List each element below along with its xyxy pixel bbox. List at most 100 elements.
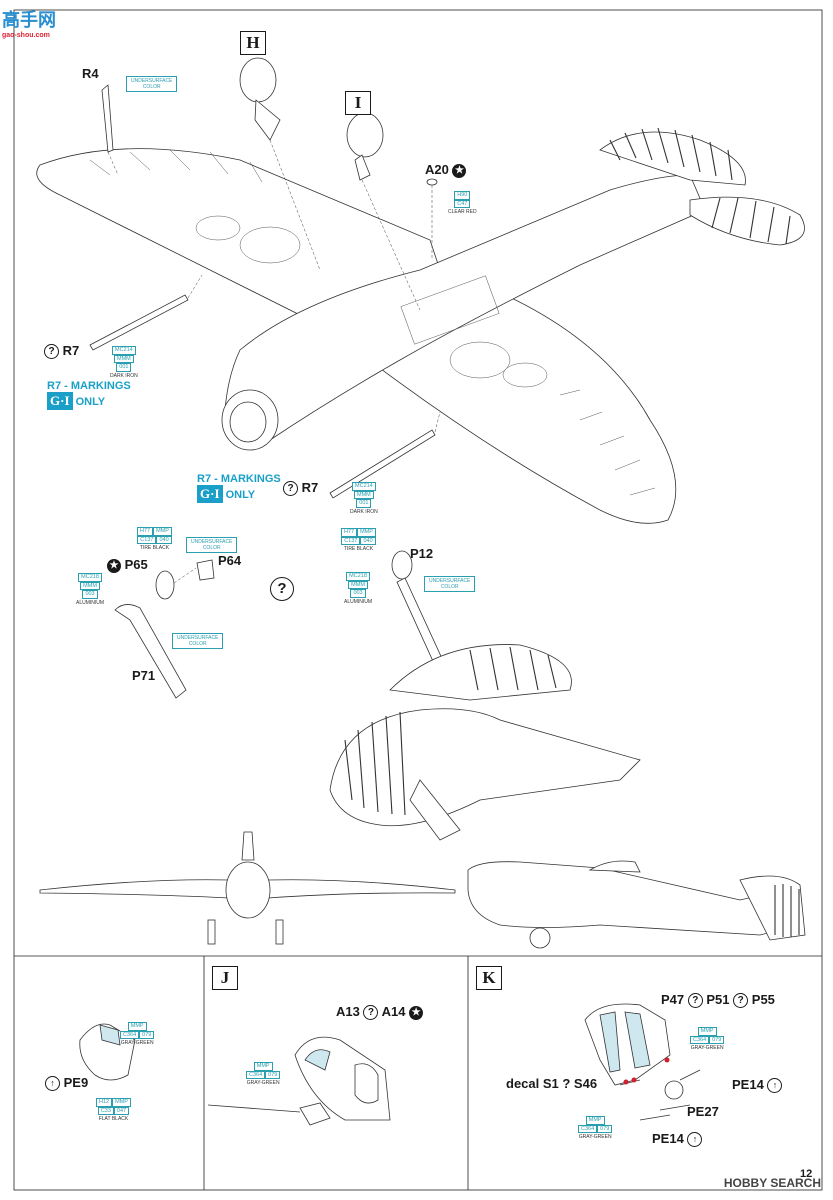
markings-title-right: R7 - MARKINGS [197,473,281,485]
p64-color-line2: COLOR [202,545,221,551]
k-green-bottom-n: 079 [597,1124,613,1133]
r7-right-text: R7 [301,480,319,495]
part-a13-a14-label: A13 ? A14 ★ [336,1004,424,1021]
part-pe14-bottom-label: PE14 ↑ [652,1131,703,1148]
pe14-top-text: PE14 [732,1077,764,1092]
p65-text: P65 [124,557,148,572]
page-number: 12 [800,1168,813,1180]
part-p71-label: P71 [132,668,156,683]
r7-right-color-c: 001 [356,499,372,508]
k-green-bottom-mmp: MMP [585,1116,605,1125]
watermark-logo: 高手网 gao-shou.com [2,6,56,39]
alu-right-a: MC218 [346,572,370,581]
footer-logo-text: HOBBY SEARCH [723,1176,821,1190]
part-r7-right-label: ? R7 [283,480,319,497]
part-pe9-label: ↑ PE9 [45,1075,89,1092]
p64-color-box: UNDERSURFACE COLOR [186,537,238,553]
a20-color-box: H90 C47 CLEAR RED [448,191,477,216]
star-icon: ★ [409,1005,424,1020]
r7-right-color-box: MC214 MMM 001 DARK IRON [350,482,378,515]
alu-right-color-box: MC218 MMM 003 ALUMINIUM [344,572,372,605]
k-green-top-n: 079 [709,1035,725,1044]
j-green-name: GRAY-GREEN [246,1080,280,1086]
left-green-name: GRAY-GREEN [120,1040,154,1046]
step-j-box: J [212,966,238,990]
star-icon: ★ [452,163,467,178]
j-green-mmp: MMP [253,1062,273,1071]
alu-right-c: 003 [350,589,366,598]
left-black-mmp: MMP [112,1098,131,1107]
r7-left-color-a: MC214 [112,346,136,355]
markings-note-right: R7 - MARKINGS G·I ONLY [197,473,281,503]
left-green-mmp: MMP [127,1022,147,1031]
part-pe27-label: PE27 [687,1104,719,1119]
j-green-n: 079 [265,1070,281,1079]
a13-text: A13 [336,1004,360,1019]
tire-right-name: TIRE BLACK [343,546,374,552]
p12-color-line1: UNDERSURFACE [429,578,471,584]
markings-note-left: R7 - MARKINGS G·I ONLY [47,380,131,410]
a20-color-c: C47 [454,199,471,208]
watermark-site: 高手网 [2,10,56,30]
r7-left-color-c: 001 [116,363,132,372]
alu-left-c: 003 [82,590,98,599]
k-green-top-c: C364 [690,1035,710,1044]
part-p12-label: P12 [410,546,434,561]
j-green-c: C364 [246,1070,266,1079]
question-icon: ? [363,1005,379,1021]
p71-color-line1: UNDERSURFACE [177,635,219,641]
bend-arrow-icon: ↑ [45,1076,60,1092]
p71-color-line2: COLOR [188,641,207,647]
k-green-top-mmp: MMP [697,1027,717,1036]
footer-logo: HOBBY SEARCH [724,1176,821,1190]
tire-right-n: 040 [360,536,376,545]
alu-left-b: MMM [80,581,100,590]
left-black-n: 047 [113,1106,130,1115]
p12-color-box: UNDERSURFACE COLOR [424,576,476,592]
p47-text: P47 [661,992,685,1007]
a20-text: A20 [425,162,449,177]
question-icon: ? [687,993,703,1009]
left-black-name: FLAT BLACK [98,1116,129,1122]
tire-left-mmp: MMP [153,527,172,536]
part-p47-p51-p55-label: P47 ? P51 ? P55 [661,992,775,1009]
part-p64-label: P64 [218,553,242,568]
alu-left-name: ALUMINIUM [76,599,105,606]
bend-arrow-icon: ↑ [767,1078,783,1094]
p64-color-line1: UNDERSURFACE [191,539,233,545]
r4-color-line1: UNDERSURFACE [131,78,173,84]
left-black-c: C33 [97,1106,114,1115]
r7-right-color-b: MMM [354,490,374,499]
alu-right-name: ALUMINIUM [344,598,373,605]
tire-left-c: C137 [137,535,157,544]
r4-color-box: UNDERSURFACE COLOR [126,76,178,92]
left-green-n: 079 [139,1030,155,1039]
pe9-text: PE9 [63,1075,89,1090]
tire-left-name: TIRE BLACK [139,545,170,551]
markings-title-left: R7 - MARKINGS [47,380,131,392]
k-green-bottom-name: GRAY-GREEN [578,1134,612,1140]
r4-color-line2: COLOR [142,84,161,90]
question-icon: ? [283,481,298,497]
question-icon: ? [44,344,59,360]
tire-left-h: H77 [137,527,154,536]
pe14-bottom-text: PE14 [652,1131,684,1146]
step-h-box: H [240,31,266,55]
part-r4-label: R4 [82,66,99,81]
tire-right-h: H77 [341,528,358,537]
alu-left-color-box: MC218 MMM 003 ALUMINIUM [76,573,104,606]
left-green-c: C364 [120,1030,140,1039]
r7-left-color-name: DARK IRON [110,372,138,379]
alu-right-b: MMM [348,580,368,589]
a14-text: A14 [381,1004,406,1019]
r7-right-color-name: DARK IRON [350,508,378,515]
left-black-h: H12 [96,1098,113,1107]
decal-label: decal S1 ? S46 [506,1076,598,1091]
markings-gi-left: G·I [47,392,73,410]
markings-only-right: ONLY [225,489,256,501]
